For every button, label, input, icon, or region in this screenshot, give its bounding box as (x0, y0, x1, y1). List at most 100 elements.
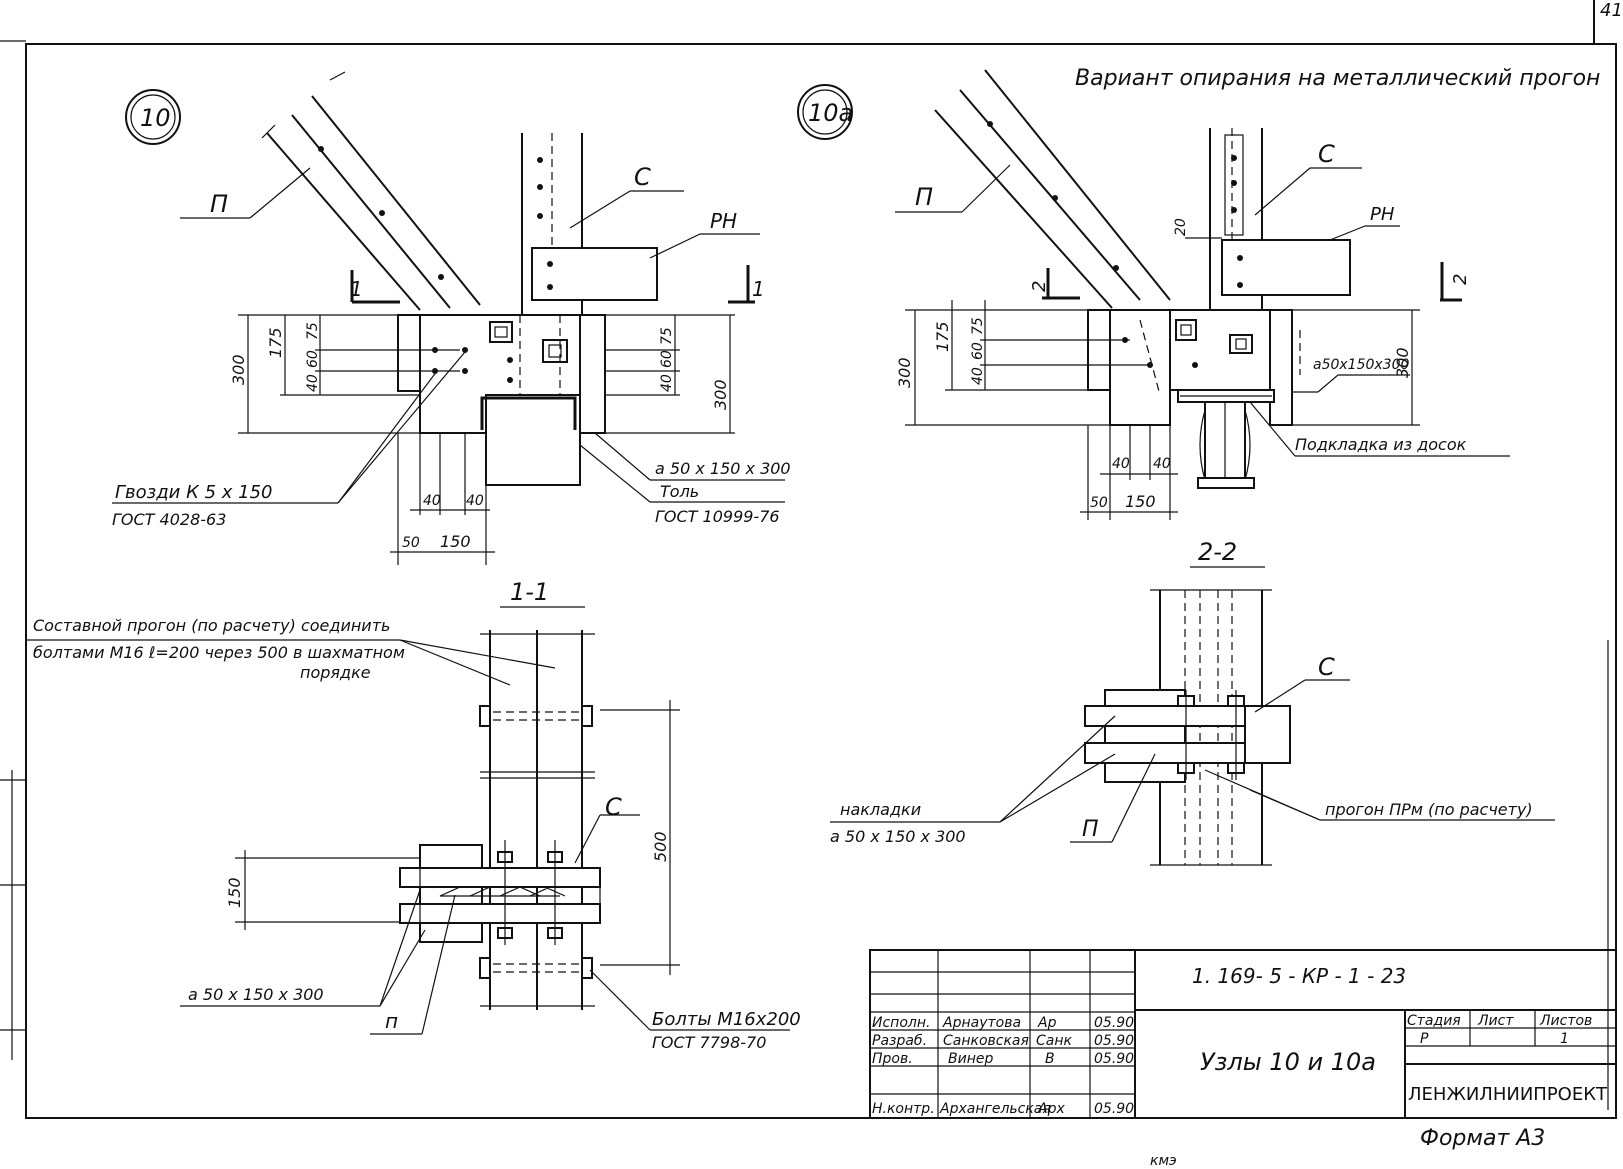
label-p-1-1: п (385, 1009, 398, 1033)
label-p: П (210, 190, 228, 218)
dim-150-bottom: 150 (440, 532, 471, 551)
section-1-1: 1-1 Составной прогон (по расчету) соедин… (26, 578, 801, 1052)
sheets-value: 1 (1560, 1031, 1569, 1047)
label-c-2-2: С (1318, 653, 1335, 681)
dim-500: 500 (651, 831, 670, 862)
section-mark-left: 1 (350, 277, 363, 301)
dims-left-10a (905, 300, 1150, 426)
label-p-2-2: П (1082, 817, 1099, 842)
dims-right (605, 314, 735, 434)
dim-150-bottom-10a: 150 (1125, 492, 1156, 511)
label-ph: РН (710, 209, 737, 233)
strut-ph-10a (1221, 239, 1351, 296)
tol-label: Толь (660, 482, 699, 501)
dim-75-left-10a: 75 (970, 317, 986, 335)
section-1-1-title: 1-1 (510, 578, 549, 606)
dims-left (238, 314, 460, 434)
row-date: 05.90 (1094, 1015, 1134, 1031)
section-mark-right: 1 (752, 277, 765, 301)
plate-label: а 50 х 150 х 300 (655, 459, 791, 478)
purlin-label: прогон ПРм (по расчету) (1325, 800, 1533, 819)
row-role: Исполн. (872, 1015, 930, 1031)
dim-60-right: 60 (659, 350, 675, 368)
title-code: 1. 169- 5 - КР - 1 - 23 (1192, 964, 1406, 988)
row-role: Разраб. (872, 1033, 927, 1049)
row-role: Пров. (872, 1051, 913, 1067)
label-c-1-1: С (605, 793, 622, 821)
section-2-2: 2-2 С наклад (830, 538, 1555, 866)
purlin-assembly (397, 314, 606, 486)
section-2-left: 2 (1029, 281, 1050, 292)
overlay-assembly-2-2 (1084, 689, 1291, 783)
sheets-header: Листов (1539, 1013, 1592, 1029)
title-block (869, 949, 1617, 1119)
dim-50-bottom-10a: 50 (1090, 495, 1108, 511)
dim-175-left: 175 (266, 327, 285, 358)
note-line-1: Составной прогон (по расчету) соединить (33, 616, 390, 635)
row-date: 05.90 (1094, 1033, 1134, 1049)
dim-150-1-1: 150 (225, 877, 244, 908)
sheet-frame (0, 0, 1617, 1119)
dim-300-right: 300 (711, 379, 730, 410)
org-name: ЛЕНЖИЛНИИПРОЕКТ (1408, 1084, 1608, 1105)
dim-60-left-10a: 60 (970, 342, 986, 360)
bolts-label: Болты М16х200 (652, 1009, 801, 1030)
dim-40-bottom-a-10a: 40 (1112, 456, 1130, 472)
dim-60-left: 60 (305, 350, 321, 368)
double-purlin (479, 630, 596, 1010)
node-10: 10 П С (112, 71, 791, 565)
plate-label-10a: а50х150х300 (1313, 357, 1410, 373)
dim-300-right-10a: 300 (1393, 347, 1412, 378)
stage-header: Стадия (1407, 1013, 1461, 1029)
rafter-p-10a (934, 69, 1171, 309)
dim-300-left-10a: 300 (895, 357, 914, 388)
dim-20: 20 (1173, 218, 1189, 236)
title-name: Узлы 10 и 10а (1200, 1048, 1376, 1076)
dims-bottom (390, 433, 495, 565)
row-name: Винер (948, 1051, 993, 1067)
dim-40-right: 40 (659, 374, 675, 392)
note-line-2: болтами М16 ℓ=200 через 500 в шахматном (33, 643, 405, 662)
row-sign: Санк (1036, 1033, 1073, 1049)
row-date: 05.90 (1094, 1051, 1134, 1067)
dim-175-left-10a: 175 (933, 321, 952, 352)
node-10-marker: 10 (140, 104, 171, 132)
stage-value: Р (1420, 1031, 1429, 1047)
strut-ph (531, 247, 658, 301)
purlin-box (485, 394, 581, 486)
dim-75-right: 75 (659, 327, 675, 345)
rafter-p (261, 71, 481, 311)
row-role: Н.контр. (872, 1101, 935, 1117)
dims-bottom-10a (1080, 425, 1178, 520)
post-c-10a (1209, 128, 1263, 318)
node-marker-circle (125, 89, 181, 145)
sheet-number: 41 (1600, 0, 1623, 21)
dim-40-bottom-b-10a: 40 (1153, 456, 1171, 472)
node-10a-title: Вариант опирания на металлический прогон (1075, 66, 1600, 91)
dim-75-left: 75 (305, 322, 321, 340)
label-c: С (634, 163, 651, 191)
pad-label: Подкладка из досок (1295, 435, 1467, 454)
dim-40-bottom-a: 40 (423, 493, 441, 509)
label-c-10a: С (1318, 140, 1335, 168)
bottom-scribble: кмэ (1150, 1153, 1177, 1169)
tol-gost: ГОСТ 10999-76 (655, 507, 780, 526)
overlays-label: накладки (840, 800, 921, 819)
label-p-10a: П (915, 183, 933, 211)
steel-flange-bottom (1197, 477, 1255, 489)
plate-label-1-1: а 50 х 150 х 300 (188, 985, 324, 1004)
format-label: Формат А3 (1420, 1126, 1545, 1151)
dim-40-left: 40 (305, 374, 321, 392)
section-2-2-title: 2-2 (1198, 538, 1237, 566)
dim-300-left: 300 (229, 354, 248, 385)
node-10a-marker: 10а (808, 99, 853, 127)
dim-40-bottom-b: 40 (466, 493, 484, 509)
row-sign: Арх (1037, 1101, 1065, 1117)
section-2-right: 2 (1450, 274, 1471, 285)
dim-40-left-10a: 40 (970, 367, 986, 385)
bolts-gost: ГОСТ 7798-70 (652, 1033, 766, 1052)
post-assembly-1-1 (399, 840, 601, 945)
row-sign: В (1045, 1051, 1055, 1067)
nails-label: Гвозди К 5 х 150 (115, 482, 273, 503)
